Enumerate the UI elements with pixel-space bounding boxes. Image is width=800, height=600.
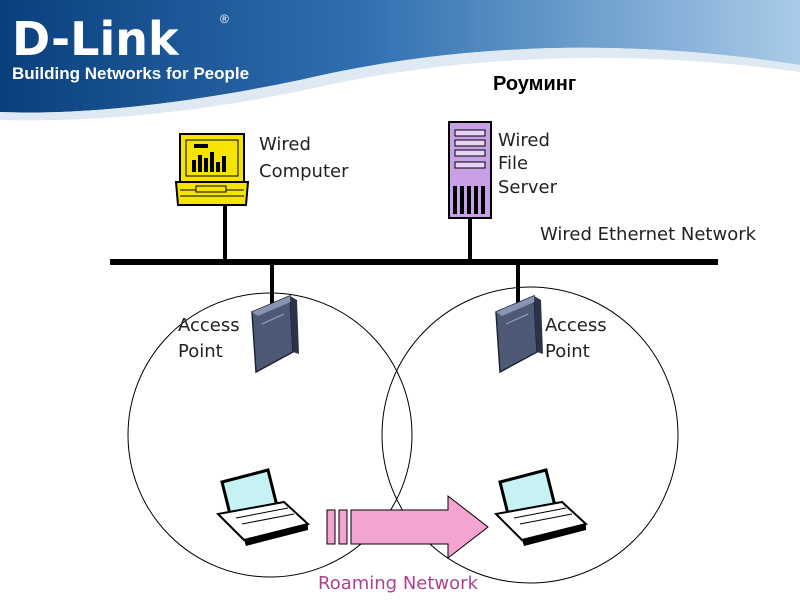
roaming-arrow [326, 494, 489, 560]
banner-swoosh [0, 47, 800, 121]
logo-tagline: Building Networks for People [12, 64, 249, 83]
wired-computer-label: Wired Computer [259, 134, 349, 182]
wired-computer-icon [174, 133, 250, 206]
laptop-right-icon [493, 468, 589, 546]
file-server-icon [448, 121, 492, 219]
file-server-label: Wired File Server [498, 130, 558, 198]
access-point-right-label: Access Point [545, 315, 612, 362]
trademark-mark: ® [220, 12, 229, 26]
access-point-left-icon [251, 294, 299, 374]
banner-background [0, 0, 800, 113]
logo-text: D-Link [12, 12, 180, 66]
access-point-left-label: Access Point [178, 315, 245, 362]
coverage-circle-right [381, 286, 679, 584]
access-point-right-icon [495, 294, 543, 374]
header-banner: D-Link ® Building Networks for People [0, 0, 800, 121]
slide-title: Роуминг [493, 73, 576, 95]
laptop-left-icon [215, 468, 311, 546]
roaming-network-label: Roaming Network [318, 573, 479, 594]
ethernet-network-label: Wired Ethernet Network [540, 224, 757, 245]
